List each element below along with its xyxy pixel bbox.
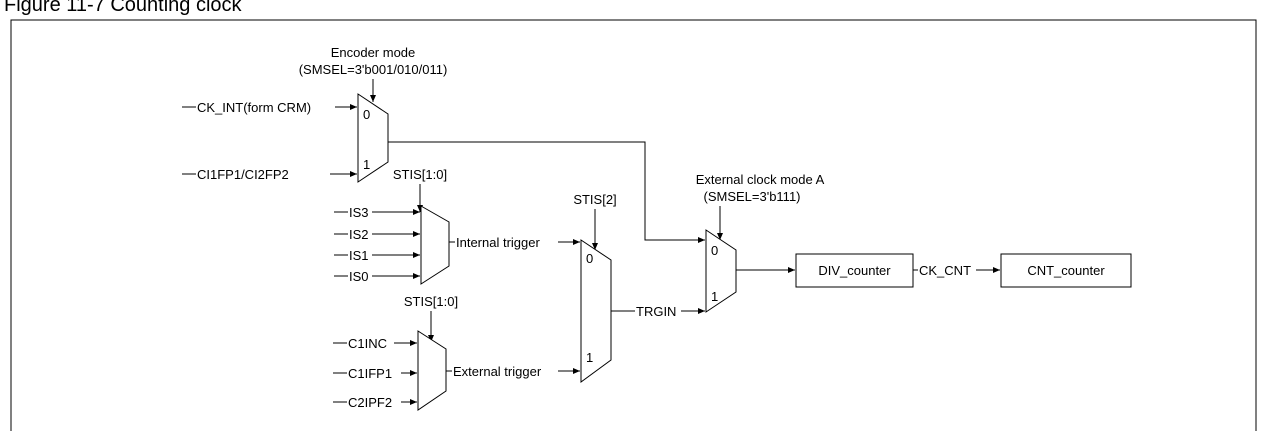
encoder-mux-in1: 1 [363, 157, 370, 172]
stis-10-top-label: STIS[1:0] [393, 167, 447, 182]
c1inc-label: C1INC [348, 336, 387, 351]
external-trigger-label: External trigger [453, 364, 542, 379]
div-counter-label: DIV_counter [818, 263, 891, 278]
encoder-out-wire [388, 141, 705, 243]
internal-trigger-mux [420, 205, 450, 285]
trigger-mux-in1: 1 [586, 350, 593, 365]
ext-clk-smsel-label: (SMSEL=3'b111) [703, 189, 800, 204]
ck-int-label: CK_INT(form CRM) [197, 100, 311, 115]
c1ifp1-label: C1IFP1 [348, 366, 392, 381]
encoder-mux [357, 93, 389, 183]
div-counter-box [795, 253, 914, 288]
trigger-mux-in0: 0 [586, 251, 593, 266]
ext-clock-mux [705, 229, 737, 313]
is3-label: IS3 [349, 205, 369, 220]
ck-cnt-label: CK_CNT [919, 263, 971, 278]
ext-clk-mux-in1: 1 [711, 289, 718, 304]
is0-label: IS0 [349, 269, 369, 284]
c2ipf2-label: C2IPF2 [348, 395, 392, 410]
cnt-counter-box [1000, 253, 1132, 288]
stis-2-label: STIS[2] [573, 192, 616, 207]
figure-frame [10, 19, 1257, 431]
ext-clk-mode-label: External clock mode A [696, 172, 825, 187]
external-trigger-mux [417, 330, 447, 411]
internal-trigger-label: Internal trigger [456, 235, 540, 250]
stis-10-bottom-label: STIS[1:0] [404, 294, 458, 309]
is1-label: IS1 [349, 248, 369, 263]
ext-clk-mux-in0: 0 [711, 243, 718, 258]
cnt-counter-label: CNT_counter [1027, 263, 1105, 278]
figure-title-partial: Figure 11-7 Counting clock [4, 0, 242, 16]
trigger-select-mux [580, 239, 612, 383]
ci1fp1-label: CI1FP1/CI2FP2 [197, 167, 289, 182]
encoder-mux-in0: 0 [363, 107, 370, 122]
encoder-mode-label: Encoder mode [331, 45, 416, 60]
is2-label: IS2 [349, 227, 369, 242]
trgin-label: TRGIN [636, 304, 676, 319]
encoder-smsel-label: (SMSEL=3'b001/010/011) [299, 62, 448, 77]
